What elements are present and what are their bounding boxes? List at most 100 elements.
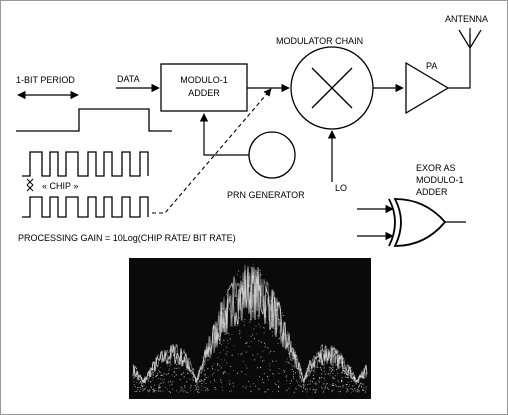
spectrum-speckle — [172, 388, 174, 390]
spectrum-speckle — [175, 347, 177, 349]
spectrum-speckle — [149, 381, 151, 383]
spectrum-speckle — [365, 389, 367, 391]
spectrum-speckle — [195, 385, 197, 387]
spectrum-speckle — [171, 383, 173, 385]
spectrum-speckle — [197, 386, 199, 388]
spectrum-speckle — [214, 387, 216, 388]
spectrum-speckle — [254, 275, 256, 277]
spectrum-speckle — [136, 373, 138, 375]
spectrum-speckle — [307, 384, 309, 386]
spectrum-speckle — [162, 374, 164, 376]
spectrum-speckle — [273, 351, 275, 353]
spectrum-speckle — [146, 378, 148, 380]
spectrum-speckle — [293, 378, 295, 379]
spectrum-speckle — [238, 317, 240, 319]
spectrum-speckle — [205, 373, 206, 375]
spectrum-speckle — [214, 380, 216, 382]
spectrum-speckle — [333, 378, 335, 379]
spectrum-speckle — [328, 367, 330, 369]
spectrum-speckle — [167, 362, 168, 364]
spectrum-speckle — [228, 380, 230, 382]
spectrum-speckle — [135, 366, 137, 368]
spectrum-speckle — [197, 378, 199, 380]
spectrum-speckle — [264, 342, 265, 344]
spectrum-speckle — [303, 385, 305, 387]
spectrum-speckle — [337, 380, 339, 382]
spectrum-speckle — [318, 379, 320, 381]
spectrum-speckle — [279, 331, 281, 333]
spectrum-speckle — [297, 381, 298, 383]
spectrum-speckle — [239, 333, 241, 335]
spectrum-speckle — [278, 323, 279, 325]
spectrum-speckle — [210, 353, 212, 355]
spectrum-speckle — [259, 388, 261, 390]
spectrum-speckle — [267, 388, 269, 390]
spectrum-speckle — [177, 353, 179, 355]
spectrum-speckle — [221, 331, 222, 333]
spectrum-speckle — [362, 384, 364, 386]
spectrum-speckle — [286, 358, 288, 360]
spectrum-speckle — [235, 295, 237, 297]
spectrum-speckle — [260, 326, 262, 328]
spectrum-speckle — [158, 388, 160, 390]
spectrum-speckle — [352, 377, 354, 379]
spectrum-speckle — [288, 343, 289, 345]
spectrum-speckle — [300, 368, 302, 370]
spectrum-speckle — [265, 313, 267, 315]
spectrum-speckle — [323, 377, 325, 379]
spectrum-speckle — [261, 285, 263, 287]
spectrum-speckle — [182, 388, 184, 390]
spectrum-speckle — [314, 391, 316, 393]
spectrum-speckle — [263, 332, 265, 334]
spectrum-speckle — [293, 358, 295, 360]
spectrum-speckle — [152, 369, 153, 370]
spectrum-speckle — [258, 388, 259, 390]
spectrum-speckle — [226, 351, 228, 353]
spectrum-speckle — [257, 284, 259, 286]
spectrum-speckle — [226, 363, 228, 365]
spectrum-speckle — [277, 390, 279, 392]
spectrum-speckle — [183, 390, 185, 392]
spectrum-speckle — [166, 374, 168, 376]
spectrum-speckle — [326, 387, 328, 389]
spectrum-speckle — [282, 345, 284, 347]
spectrum-speckle — [321, 377, 323, 379]
spectrum-speckle — [262, 378, 263, 380]
spectrum-speckle — [265, 282, 266, 284]
spectrum-speckle — [292, 357, 294, 359]
spectrum-speckle — [183, 376, 185, 378]
spectrum-speckle — [174, 367, 176, 369]
spectrum-trace — [132, 263, 368, 393]
spectrum-speckle — [335, 375, 337, 377]
spectrum-speckle — [312, 389, 314, 391]
spectrum-speckle — [293, 391, 295, 393]
spectrum-speckle — [254, 295, 256, 296]
spectrum-speckle — [150, 375, 152, 377]
spectrum-speckle — [254, 338, 255, 340]
spectrum-speckle — [180, 356, 182, 358]
spectrum-speckle — [141, 386, 143, 388]
spectrum-speckle — [186, 362, 188, 364]
spectrum-speckle — [140, 387, 141, 389]
spectrum-speckle — [287, 361, 289, 363]
spectrum-speckle — [352, 372, 354, 374]
spectrum-speckle — [143, 388, 145, 390]
spectrum-speckle — [313, 371, 315, 373]
spectrum-speckle — [203, 386, 205, 388]
spectrum-speckle — [304, 388, 306, 390]
spectrum-speckle — [167, 363, 169, 364]
spectrum-speckle — [347, 381, 349, 383]
spectrum-speckle — [243, 360, 244, 362]
spectrum-speckle — [185, 369, 187, 371]
spectrum-speckle — [297, 360, 298, 362]
spectrum-speckle — [197, 391, 198, 393]
spectrum-speckle — [293, 373, 294, 375]
spectrum-speckle — [245, 343, 247, 344]
spectrum-speckle — [260, 356, 262, 358]
spectrum-speckle — [205, 374, 207, 376]
spectrum-speckle — [160, 378, 162, 380]
spectrum-speckle — [280, 323, 281, 325]
spectrum-speckle — [148, 391, 150, 393]
spectrum-speckle — [178, 367, 180, 369]
spectrum-speckle — [286, 337, 288, 339]
